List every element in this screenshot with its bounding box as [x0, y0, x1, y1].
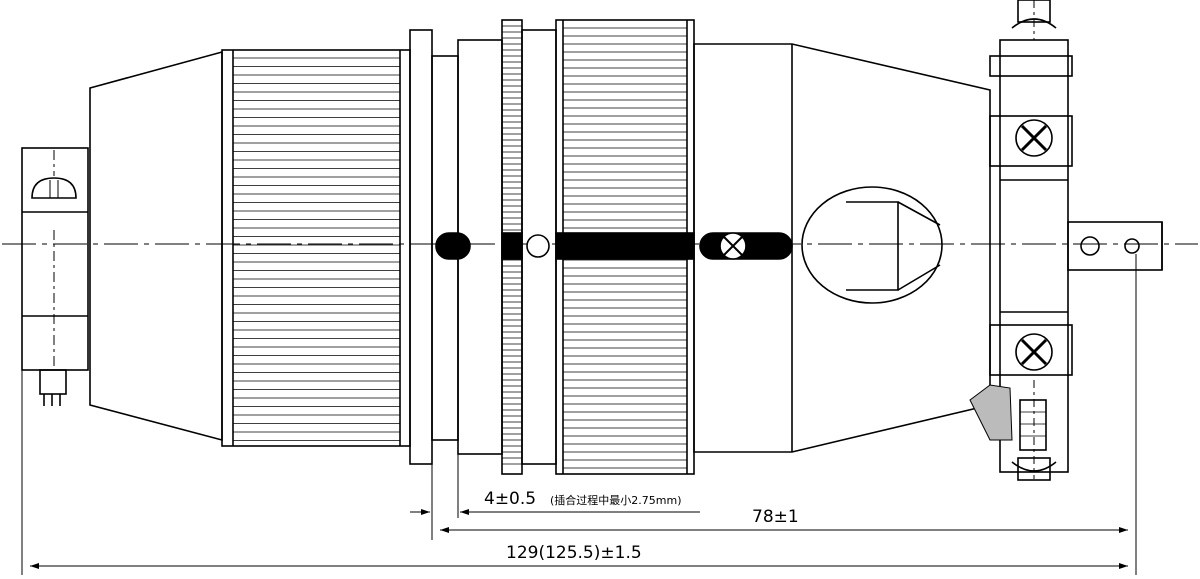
grounding-lug: [1067, 221, 1163, 271]
gap-note-text: (插合过程中最小2.75mm): [550, 493, 682, 507]
guide-slot: [435, 232, 793, 260]
rear-housing: [89, 50, 223, 442]
screw-lower: [1015, 333, 1053, 371]
total-length-text: 129(125.5)±1.5: [506, 543, 642, 563]
right-clamp: [969, 0, 1073, 481]
side-cable-entry: [801, 186, 943, 304]
left-clamp: [21, 147, 89, 406]
screw-upper: [1015, 119, 1053, 157]
gap-dimension-text: 4±0.5: [484, 489, 536, 509]
flange-ring: [409, 29, 433, 465]
knurled-nut: [221, 49, 411, 447]
mid-length-text: 78±1: [752, 507, 799, 527]
